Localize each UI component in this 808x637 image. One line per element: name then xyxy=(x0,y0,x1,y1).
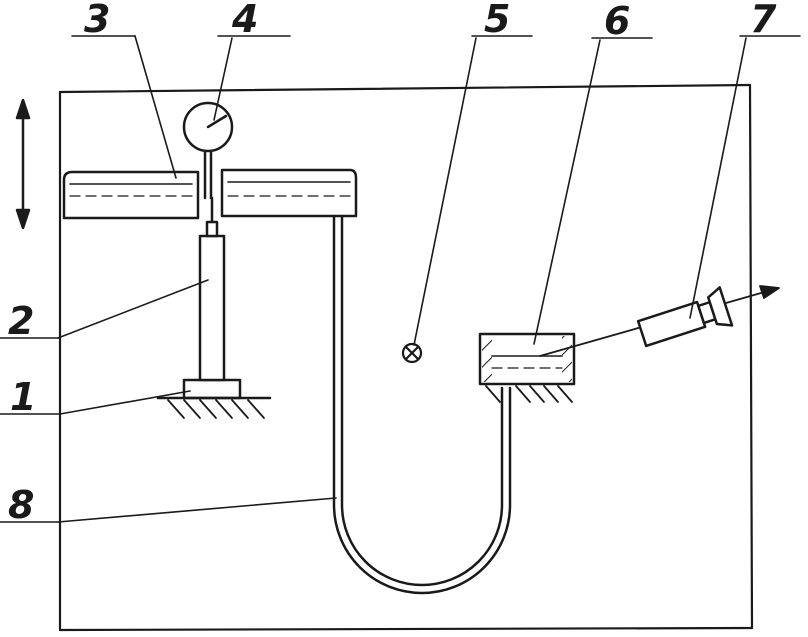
left-vessel xyxy=(62,170,200,220)
vessel-ground-hatching xyxy=(485,385,573,403)
base-support xyxy=(156,378,272,419)
dial-gauge xyxy=(182,101,234,200)
measuring-vessel xyxy=(478,332,576,403)
label-2: 2 xyxy=(8,299,34,343)
drawing-frame xyxy=(58,83,754,632)
observation-telescope xyxy=(636,286,734,348)
connecting-hose xyxy=(332,214,512,595)
label-8: 8 xyxy=(8,483,34,527)
cross-circle-marker xyxy=(401,342,423,364)
leader-lines xyxy=(0,35,801,523)
vertical-movement-arrow xyxy=(15,98,31,230)
label-7: 7 xyxy=(750,0,777,41)
label-6: 6 xyxy=(604,0,630,43)
ground-hatching xyxy=(167,399,265,419)
label-4: 4 xyxy=(231,0,258,41)
right-vessel xyxy=(220,168,358,218)
support-column xyxy=(198,196,226,382)
label-3: 3 xyxy=(84,0,110,41)
label-1: 1 xyxy=(10,375,36,419)
label-5: 5 xyxy=(484,0,510,41)
